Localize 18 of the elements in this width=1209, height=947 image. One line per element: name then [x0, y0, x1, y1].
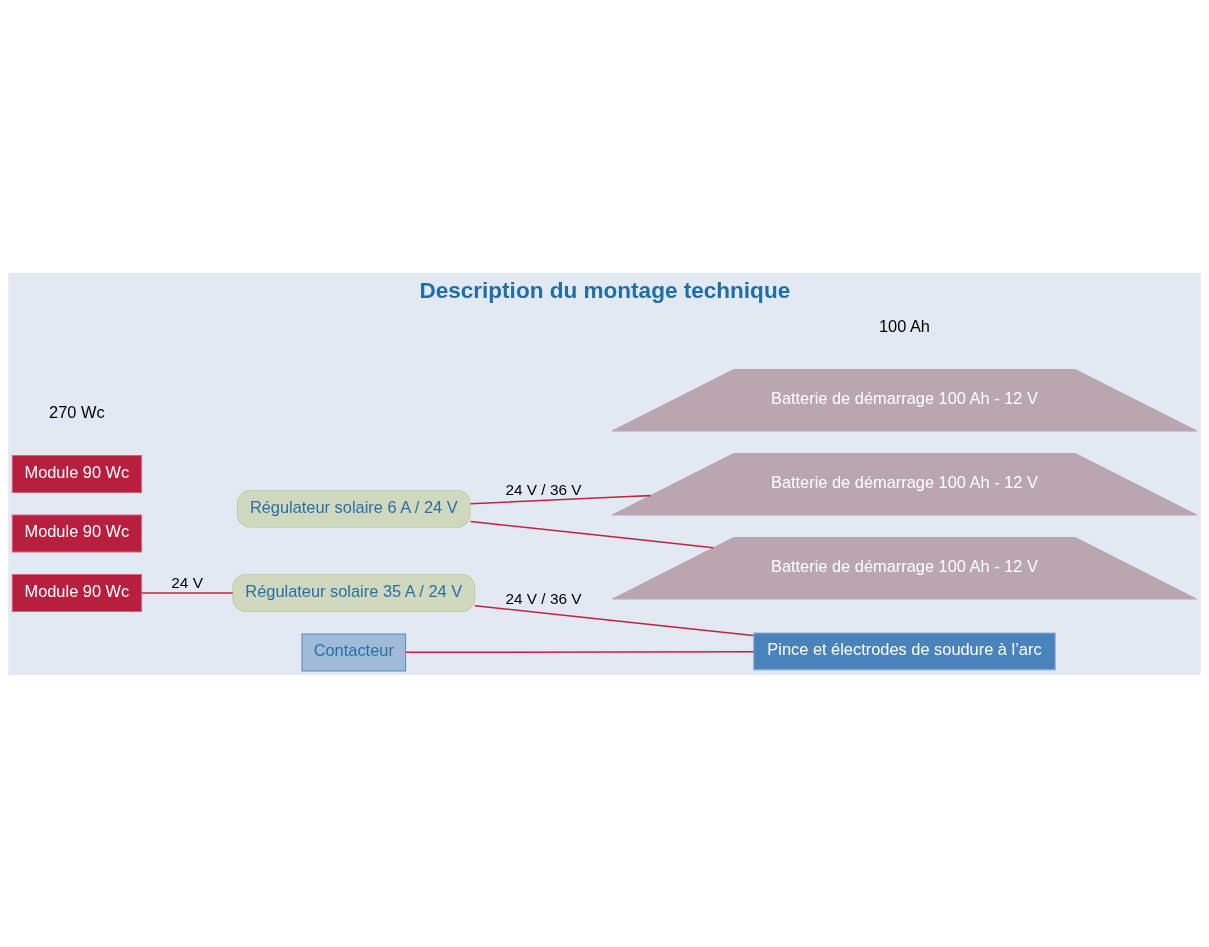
node-box: Module 90 Wc — [11, 454, 142, 493]
node-box: Contacteur — [301, 632, 407, 671]
label: 270 Wc — [49, 402, 105, 421]
node-box: Régulateur solaire 6 A / 24 V — [236, 489, 471, 528]
node-box: Module 90 Wc — [11, 573, 142, 612]
node-box: Régulateur solaire 35 A / 24 V — [232, 573, 476, 612]
node-box: Pince et électrodes de soudure à l’arc — [753, 631, 1056, 670]
connector — [474, 604, 754, 636]
edge-label: 24 V — [171, 573, 203, 591]
diagram-title: Description du montage technique — [419, 277, 791, 303]
connector — [469, 520, 715, 548]
edge-label: 24 V / 36 V — [505, 480, 582, 498]
edge-label: 24 V / 36 V — [505, 589, 582, 607]
connector — [140, 591, 234, 594]
node-box: Module 90 Wc — [11, 514, 142, 552]
connector — [469, 494, 652, 504]
label: 100 Ah — [878, 316, 930, 335]
connector — [405, 650, 755, 653]
